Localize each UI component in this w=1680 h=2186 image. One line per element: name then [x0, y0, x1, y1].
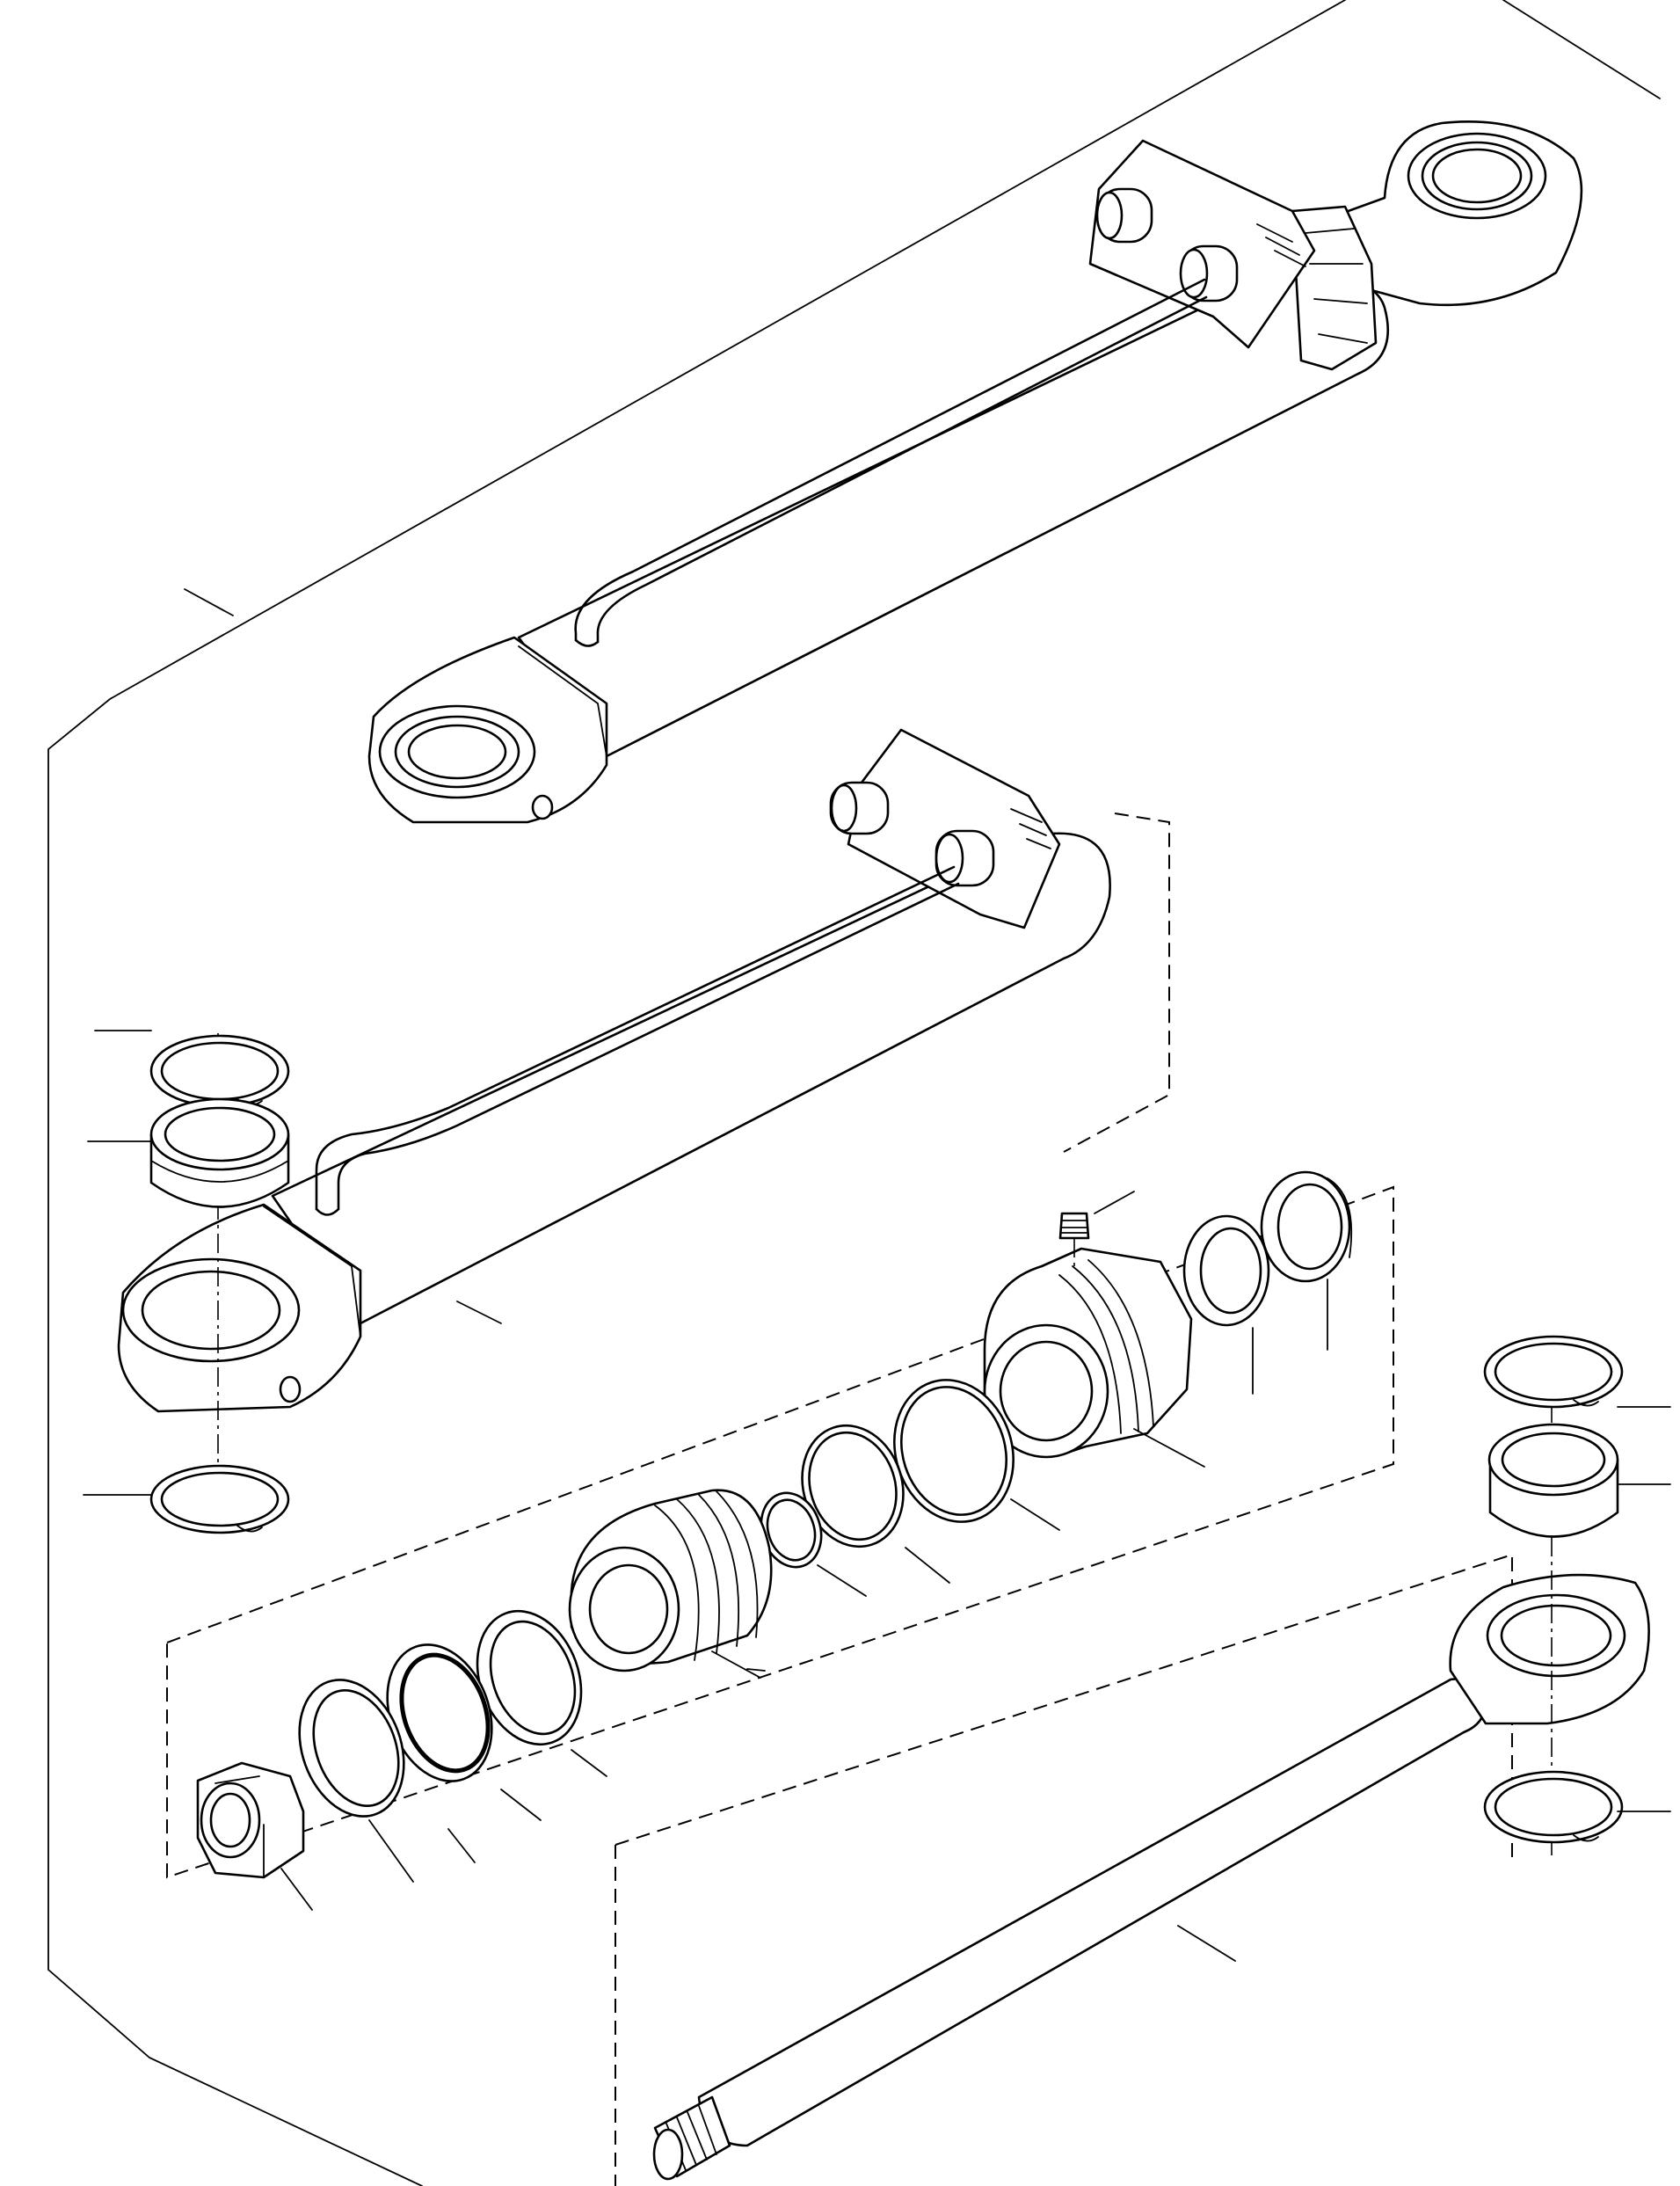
transfer-tube	[574, 278, 1206, 642]
barrel-frame	[1063, 812, 1170, 1153]
wiper-seal-a	[1182, 1214, 1270, 1327]
port-block	[1088, 139, 1316, 349]
left-bearing-stack	[83, 1030, 290, 1534]
barrel-transfer-tube	[315, 865, 956, 1211]
snap-ring-top-right	[1483, 1335, 1624, 1409]
wiper-seal-b	[1260, 1170, 1353, 1283]
snap-ring-bottom-right	[1483, 1770, 1624, 1844]
assembly-outline	[47, 0, 1661, 2186]
barrel-port-block	[847, 728, 1061, 929]
spherical-bearing-right	[1487, 1423, 1619, 1538]
head-seals	[1182, 1170, 1353, 1395]
cylinder-barrel-exploded	[117, 728, 1111, 1413]
cylinder-head	[983, 1191, 1205, 1468]
piston-ring-a	[476, 1609, 583, 1746]
lock-nut	[196, 1761, 313, 1911]
o-rings	[760, 1379, 1060, 1597]
piston-kit-frame	[166, 1185, 1394, 1879]
barrel-tube	[271, 832, 1111, 1325]
piston	[568, 1489, 773, 1679]
rod-shaft	[697, 1677, 1487, 2147]
assembly-leader	[184, 588, 234, 616]
piston-seal-b	[386, 1643, 493, 1782]
right-bearing-stack	[1483, 1335, 1671, 1855]
cylinder-barrel	[517, 274, 1389, 758]
rod-frame	[615, 1553, 1513, 2186]
sub-assembly-frames	[166, 812, 1513, 2186]
assembled-cylinder	[367, 120, 1583, 824]
snap-ring-top-left	[149, 1034, 290, 1108]
snap-ring-bottom-left	[149, 1464, 290, 1534]
piston-rod	[652, 1573, 1650, 2181]
piston-ring-c	[298, 1679, 405, 1818]
piston-seals	[298, 1609, 607, 1883]
head-grease-fitting	[1058, 1212, 1090, 1240]
spherical-bearing-left	[149, 1097, 290, 1208]
o-ring-medium	[801, 1424, 905, 1548]
